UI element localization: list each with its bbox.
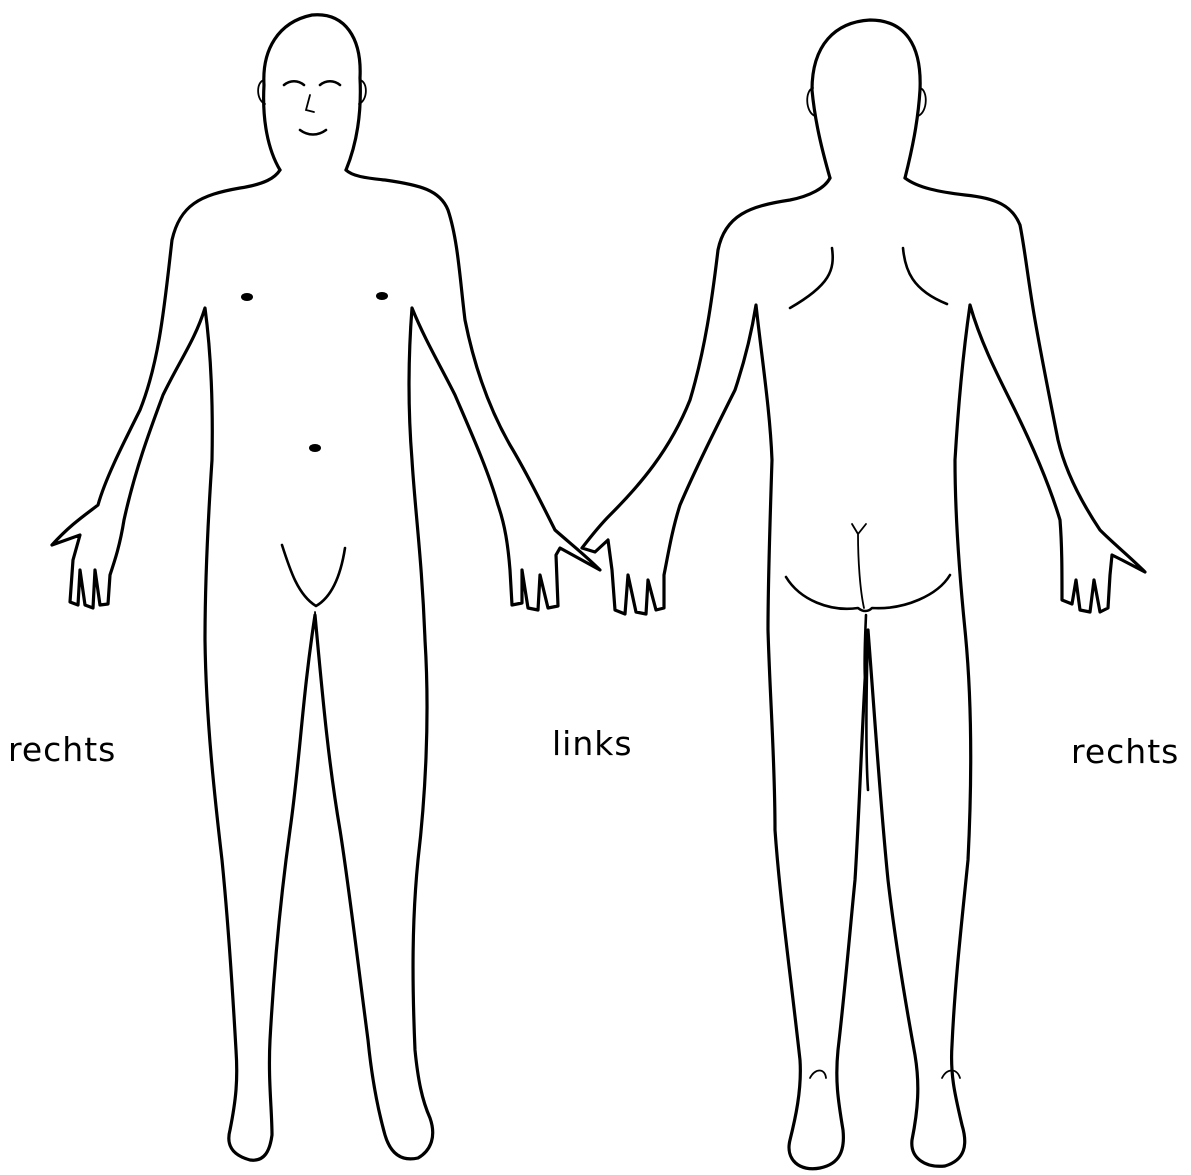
back-spine-cleft bbox=[852, 524, 866, 608]
front-right-nipple bbox=[376, 292, 388, 300]
back-gluteal-fold bbox=[786, 575, 950, 611]
front-left-eye bbox=[284, 81, 304, 85]
back-head bbox=[812, 20, 920, 178]
front-nose bbox=[306, 95, 314, 112]
front-view-right-side-label: rechts bbox=[8, 733, 116, 766]
back-left-shoulder-blade bbox=[790, 248, 833, 308]
back-view-right-side-label: rechts bbox=[1071, 735, 1179, 768]
back-body-figure bbox=[582, 20, 1145, 1169]
front-right-eye bbox=[320, 81, 340, 85]
front-mouth bbox=[300, 130, 326, 135]
front-navel bbox=[309, 444, 321, 452]
back-right-shoulder-blade bbox=[903, 248, 947, 304]
front-head bbox=[264, 15, 361, 170]
front-left-nipple bbox=[241, 293, 253, 301]
front-body-figure bbox=[52, 15, 600, 1160]
back-left-ankle bbox=[810, 1071, 826, 1079]
front-groin-line bbox=[282, 545, 345, 606]
center-left-side-label: links bbox=[552, 727, 633, 760]
front-body-outline bbox=[52, 170, 600, 1160]
